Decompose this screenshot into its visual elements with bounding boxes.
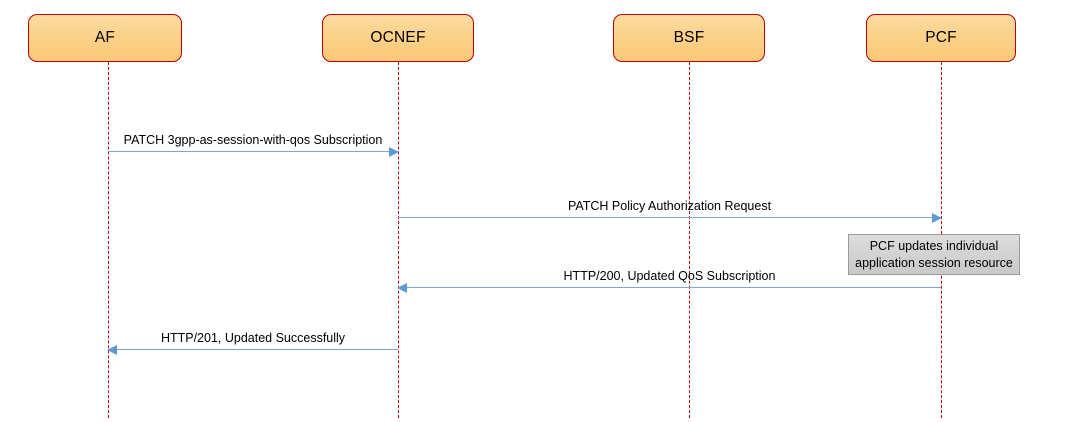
message-line-1	[108, 151, 398, 152]
message-arrow-1[interactable]: PATCH 3gpp-as-session-with-qos Subscript…	[108, 133, 399, 157]
participant-label-pcf: PCF	[925, 29, 957, 46]
arrowhead-left-icon-3	[397, 282, 407, 293]
participant-label-af: AF	[94, 29, 116, 46]
message-label-3: HTTP/200, Updated QoS Subscription	[563, 269, 776, 283]
message-line-2	[398, 217, 941, 218]
lifeline-bsf	[689, 62, 690, 418]
message-line-3	[398, 287, 941, 288]
message-label-2: PATCH Policy Authorization Request	[567, 199, 772, 213]
participant-label-ocnef: OCNEF	[370, 29, 426, 46]
arrowhead-right-icon-2	[932, 212, 942, 223]
message-arrow-3[interactable]: HTTP/200, Updated QoS Subscription	[397, 269, 941, 293]
participant-box-ocnef[interactable]: OCNEF	[322, 14, 474, 62]
arrowhead-right-icon-1	[389, 146, 399, 157]
message-label-1: PATCH 3gpp-as-session-with-qos Subscript…	[123, 133, 383, 147]
arrowhead-left-icon-4	[107, 344, 117, 355]
note-line-2: application session resource	[855, 255, 1013, 270]
participant-box-af[interactable]: AF	[28, 14, 182, 62]
note-box-pcf-updates[interactable]: PCF updates individual application sessi…	[848, 234, 1020, 275]
note-line-1: PCF updates individual	[869, 238, 999, 253]
participant-label-bsf: BSF	[673, 29, 705, 46]
message-line-4	[108, 349, 398, 350]
lifeline-ocnef	[398, 62, 399, 418]
message-arrow-4[interactable]: HTTP/201, Updated Successfully	[107, 331, 398, 355]
participant-box-bsf[interactable]: BSF	[613, 14, 765, 62]
message-arrow-2[interactable]: PATCH Policy Authorization Request	[398, 199, 942, 223]
message-label-4: HTTP/201, Updated Successfully	[160, 331, 346, 345]
participant-box-pcf[interactable]: PCF	[866, 14, 1016, 62]
lifeline-af	[108, 62, 109, 418]
